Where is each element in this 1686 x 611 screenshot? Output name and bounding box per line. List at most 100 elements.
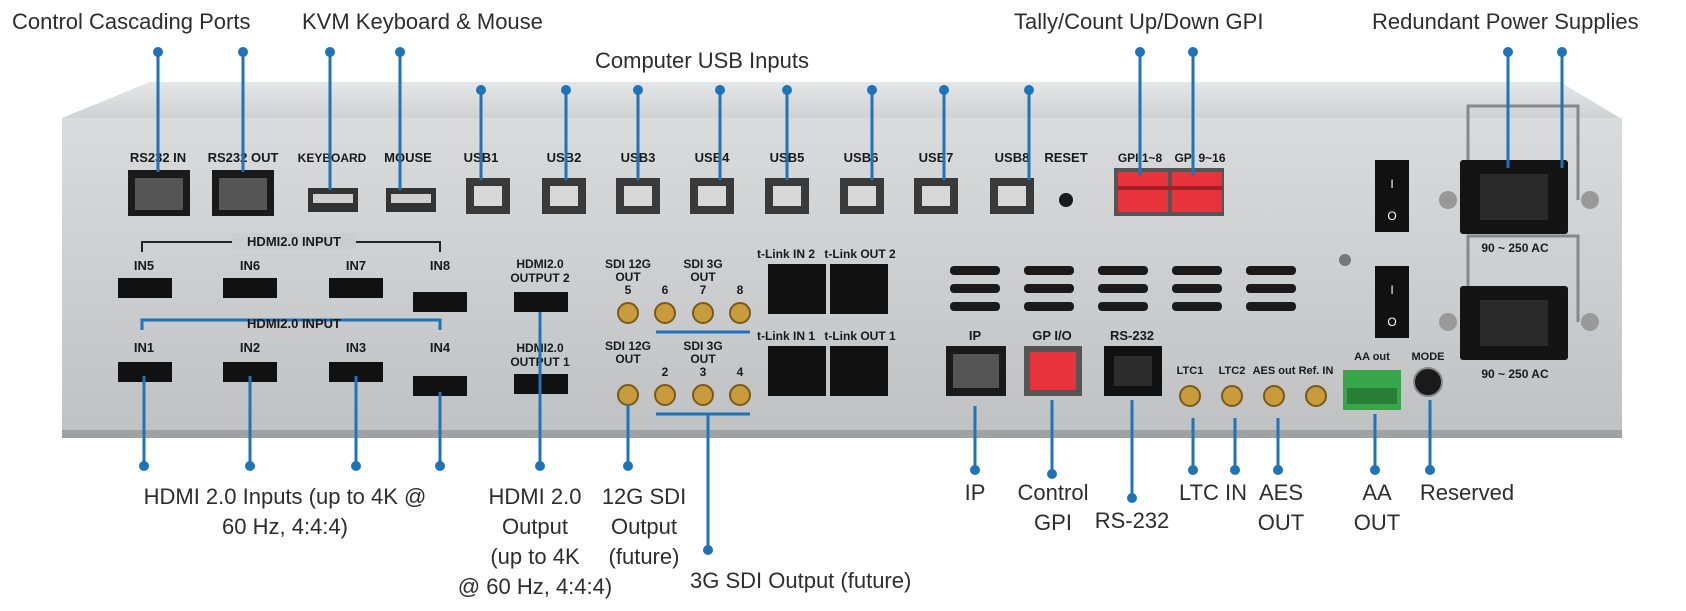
usb6-port[interactable]	[840, 178, 884, 214]
mode-dial[interactable]	[1413, 367, 1443, 397]
hdmi-input-bracket-bottom	[140, 318, 442, 330]
aes-out-label: AES out	[1253, 365, 1296, 377]
callout-reserved: Reserved	[1419, 480, 1515, 505]
gpio-port[interactable]	[1024, 346, 1082, 396]
hdmi-out2-port[interactable]	[514, 292, 568, 312]
sdi-top-num-6: 6	[662, 283, 669, 297]
hdmi-in1-port[interactable]	[118, 362, 172, 382]
sdi3g-out6-bnc[interactable]	[654, 302, 676, 324]
callout-hdmi-output: HDMI 2.0 Output (up to 4K @ 60 Hz, 4:4:4…	[450, 482, 620, 602]
sdi3g-out2-bnc[interactable]	[654, 384, 676, 406]
callout-sdi12g-line1: 12G SDI	[601, 484, 687, 509]
ip-port[interactable]	[946, 346, 1006, 396]
sdi12g-out5-bnc[interactable]	[617, 302, 639, 324]
sdi12g-bottom-label-2: OUT	[615, 352, 641, 366]
usb7-port[interactable]	[914, 178, 958, 214]
power-inlet-2[interactable]	[1439, 234, 1599, 360]
rs232-out-port[interactable]	[212, 170, 274, 216]
sdi3g-out3-bnc[interactable]	[692, 384, 714, 406]
ltc2-label: LTC2	[1219, 365, 1246, 377]
hdmi-in5-port[interactable]	[118, 278, 172, 298]
hdmi-out2-label-line2: OUTPUT 2	[510, 271, 570, 285]
aes-out-bnc[interactable]	[1263, 385, 1285, 407]
gpi-connector[interactable]	[1114, 168, 1224, 216]
hdmi-in3-port[interactable]	[329, 362, 383, 382]
usb1-port[interactable]	[466, 178, 510, 214]
switch-2-on-mark: I	[1390, 283, 1393, 297]
tlink-in1-label: t-Link IN 1	[757, 329, 815, 343]
callout-control-gpi-line1: Control	[1017, 480, 1089, 505]
callout-aa-out: AA OUT	[1347, 478, 1407, 538]
tlink-out1-port[interactable]	[830, 346, 888, 396]
power-switch-1[interactable]: I O	[1375, 160, 1409, 232]
callout-control-gpi-line2: GPI	[1034, 510, 1072, 535]
mouse-usb-port[interactable]	[386, 188, 436, 212]
usb8-port[interactable]	[990, 178, 1034, 214]
switch-1-on-mark: I	[1390, 177, 1393, 191]
sdi12g-top-label-1: SDI 12G	[605, 257, 651, 271]
usb2-port[interactable]	[542, 178, 586, 214]
aa-out-terminal[interactable]	[1343, 370, 1401, 410]
rs232-port-label: RS-232	[1110, 328, 1154, 343]
usb3-port[interactable]	[616, 178, 660, 214]
in4-label: IN4	[430, 340, 451, 355]
in1-label: IN1	[134, 340, 154, 355]
hdmi-in8-port[interactable]	[413, 292, 467, 312]
vent-grille	[950, 266, 1296, 311]
callout-sdi12g-line2: Output	[610, 514, 678, 539]
tlink-in1-port[interactable]	[768, 346, 826, 396]
in6-label: IN6	[240, 258, 260, 273]
callout-computer-usb: Computer USB Inputs	[595, 48, 809, 73]
chassis-bottom-edge	[62, 430, 1622, 438]
callout-hdmi-output-line3: (up to 4K	[490, 544, 580, 569]
usb4-label: USB4	[695, 150, 730, 165]
ground-screw	[1339, 254, 1351, 266]
keyboard-usb-port[interactable]	[308, 188, 358, 212]
ip-label: IP	[969, 328, 982, 343]
sdi-bottom-num-3: 3	[700, 365, 707, 379]
ltc1-bnc[interactable]	[1179, 385, 1201, 407]
tlink-out2-port[interactable]	[830, 264, 888, 314]
callout-tally: Tally/Count Up/Down GPI	[1014, 9, 1264, 34]
usb2-label: USB2	[547, 150, 582, 165]
hdmi-in7-port[interactable]	[329, 278, 383, 298]
usb4-port[interactable]	[690, 178, 734, 214]
leader-lines	[139, 47, 1567, 555]
sdi3g-out4-bnc[interactable]	[729, 384, 751, 406]
tlink-in2-port[interactable]	[768, 264, 826, 314]
callout-kvm: KVM Keyboard & Mouse	[302, 9, 543, 34]
in5-label: IN5	[134, 258, 154, 273]
callout-control-cascading-ports: Control Cascading Ports	[12, 9, 251, 34]
sdi3g-out7-bnc[interactable]	[692, 302, 714, 324]
sdi12g-out1-bnc[interactable]	[617, 384, 639, 406]
hdmi-in6-port[interactable]	[223, 278, 277, 298]
usb5-port[interactable]	[765, 178, 809, 214]
ltc2-bnc[interactable]	[1221, 385, 1243, 407]
hdmi-in2-port[interactable]	[223, 362, 277, 382]
gpi-9-16-label: GPI 9~16	[1174, 151, 1225, 165]
rs232-port[interactable]	[1104, 346, 1162, 396]
sdi12g-bottom-label-1: SDI 12G	[605, 339, 651, 353]
ltc1-label: LTC1	[1177, 365, 1204, 377]
sdi3g-bottom-label-1: SDI 3G	[683, 339, 722, 353]
ref-in-bnc[interactable]	[1305, 385, 1327, 407]
hdmi-in4-port[interactable]	[413, 376, 467, 396]
sdi-bottom-num-4: 4	[737, 365, 744, 379]
power-switch-2[interactable]: I O	[1375, 266, 1409, 338]
callout-hdmi-inputs: HDMI 2.0 Inputs (up to 4K @ 60 Hz, 4:4:4…	[120, 482, 450, 542]
sdi3g-top-label-2: OUT	[690, 270, 716, 284]
callout-rs232: RS-232	[1094, 508, 1170, 533]
usb8-label: USB8	[995, 150, 1030, 165]
reset-button[interactable]	[1059, 193, 1073, 207]
usb6-label: USB6	[844, 150, 879, 165]
sdi-top-num-8: 8	[737, 283, 744, 297]
sdi12g-top-label-2: OUT	[615, 270, 641, 284]
power-inlet-1[interactable]	[1439, 104, 1599, 234]
switch-1-off-mark: O	[1387, 209, 1396, 223]
rs232-in-port[interactable]	[128, 170, 190, 216]
sdi3g-top-label-1: SDI 3G	[683, 257, 722, 271]
sdi3g-out8-bnc[interactable]	[729, 302, 751, 324]
callout-aes-out: AES OUT	[1246, 478, 1316, 538]
sdi-top-num-5: 5	[625, 283, 632, 297]
gpio-label: GP I/O	[1032, 328, 1072, 343]
